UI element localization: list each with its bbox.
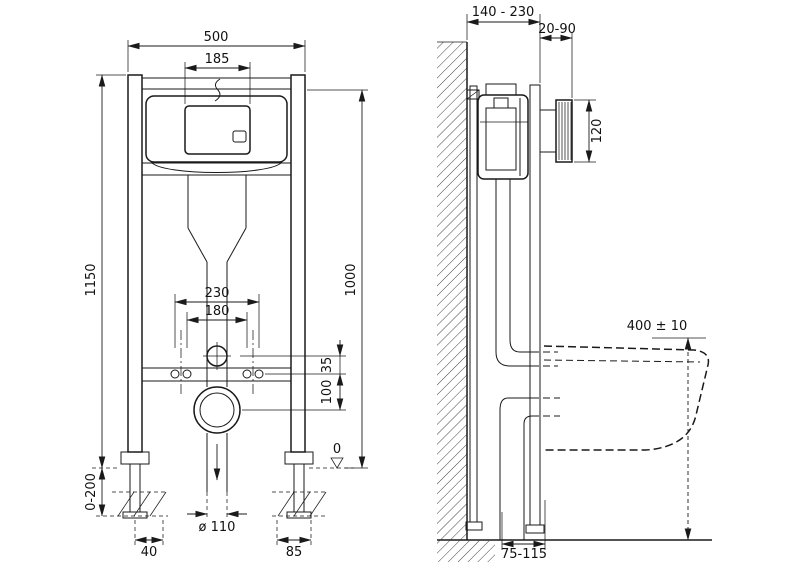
dim-plate-120: 120 <box>574 99 605 163</box>
dim-floor-0-200: 0-200 <box>84 467 106 517</box>
dim-120-label: 120 <box>590 119 605 144</box>
access-panel <box>184 105 251 155</box>
front-foot <box>525 524 545 534</box>
frame-back-rail <box>469 85 478 523</box>
dim-40-label: 40 <box>141 545 158 560</box>
wall <box>437 41 468 540</box>
dim-0-200-label: 0-200 <box>84 473 99 511</box>
dim-75-115-label: 75-115 <box>501 547 547 562</box>
dim-inlet-35: 35 <box>240 340 346 375</box>
plate-shaft <box>539 109 557 153</box>
cistern-side-body <box>477 94 529 180</box>
dim-140-230-label: 140 - 230 <box>472 5 535 20</box>
left-foot-bracket <box>120 451 150 465</box>
floor-hatch <box>437 540 495 562</box>
cistern-top-cap <box>485 83 517 96</box>
back-foot <box>465 521 483 531</box>
drain-pipe <box>499 397 532 540</box>
dim-1000-label: 1000 <box>344 263 359 296</box>
frame-side-profile <box>465 83 545 534</box>
dim-230-label: 230 <box>205 286 230 301</box>
left-foot-plate <box>122 511 148 519</box>
fixing-bolt <box>182 369 192 379</box>
fixing-bolt <box>254 369 264 379</box>
left-foot-leg <box>129 463 141 513</box>
dim-outlet-100: 100 <box>242 373 346 411</box>
outlet-outer-circle <box>193 386 241 434</box>
cistern <box>145 78 288 173</box>
floor <box>437 539 712 562</box>
dim-width-185: 185 <box>184 52 251 104</box>
toilet-bowl-rim <box>543 359 701 363</box>
dim-35-label: 35 <box>320 357 335 374</box>
wall-bracket <box>466 89 480 100</box>
dim-fixing-180: 180 <box>186 304 248 348</box>
dim-diameter-110: ø 110 <box>187 510 247 535</box>
cistern-side <box>477 94 529 180</box>
dim-500-label: 500 <box>204 30 229 45</box>
frame-right-rail <box>290 74 306 453</box>
panel-button <box>232 130 247 143</box>
fixing-points <box>170 330 264 394</box>
plate-body <box>555 99 573 163</box>
frame-mid-crossbar <box>141 162 292 176</box>
front-view: 0 500 185 1150 <box>84 30 368 560</box>
fixing-bolt <box>242 369 252 379</box>
dim-depth-140-230: 140 - 230 <box>466 5 541 83</box>
fixing-bolt <box>170 369 180 379</box>
dim-height-1150: 1150 <box>84 74 126 469</box>
frame-left-rail <box>127 74 143 453</box>
dim-400-label: 400 ± 10 <box>627 319 688 334</box>
floor-and-datum: 0 <box>92 442 354 517</box>
side-view: 140 - 230 20-90 120 400 ± 10 75-115 <box>437 5 712 562</box>
dim-foot-40: 40 <box>134 520 164 560</box>
right-foot-leg <box>293 463 305 513</box>
dim-20-90-label: 20-90 <box>538 22 576 37</box>
dim-diameter-label: ø 110 <box>199 520 236 535</box>
flush-plate <box>539 99 573 163</box>
frame-fixing-crossbar <box>141 367 292 382</box>
outlet-inner-circle <box>199 392 235 428</box>
dim-height-1000: 100 0 <box>307 89 368 469</box>
cistern-bottom-curve <box>150 161 283 173</box>
dim-width-500: 500 <box>127 30 306 72</box>
flush-mechanism <box>485 107 517 171</box>
toilet-bowl <box>543 345 710 451</box>
dim-180-label: 180 <box>205 304 230 319</box>
dim-100-label: 100 <box>320 380 335 405</box>
pipes-side <box>495 179 560 540</box>
wall-hatch <box>437 42 467 540</box>
dim-finish-20-90: 20-90 <box>538 22 576 98</box>
datum-zero-label: 0 <box>333 442 341 457</box>
dim-fixing-230: 230 <box>174 286 260 348</box>
dim-1150-label: 1150 <box>84 263 99 296</box>
datum-triangle <box>330 457 344 469</box>
dim-bowl-height-400: 400 ± 10 <box>627 319 706 541</box>
waste-outlet <box>193 386 241 434</box>
fill-valve <box>493 97 509 109</box>
toilet-bowl-outline <box>543 345 710 451</box>
dim-185-label: 185 <box>205 52 230 67</box>
dim-85-label: 85 <box>286 545 303 560</box>
frame-front-rail <box>529 84 541 526</box>
right-foot-bracket <box>284 451 314 465</box>
vent-symbol <box>214 78 221 102</box>
right-foot-plate <box>286 511 312 519</box>
dim-outlet-75-115: 75-115 <box>501 500 547 562</box>
cistern-body <box>145 95 288 163</box>
dim-foot-85: 85 <box>276 520 312 560</box>
